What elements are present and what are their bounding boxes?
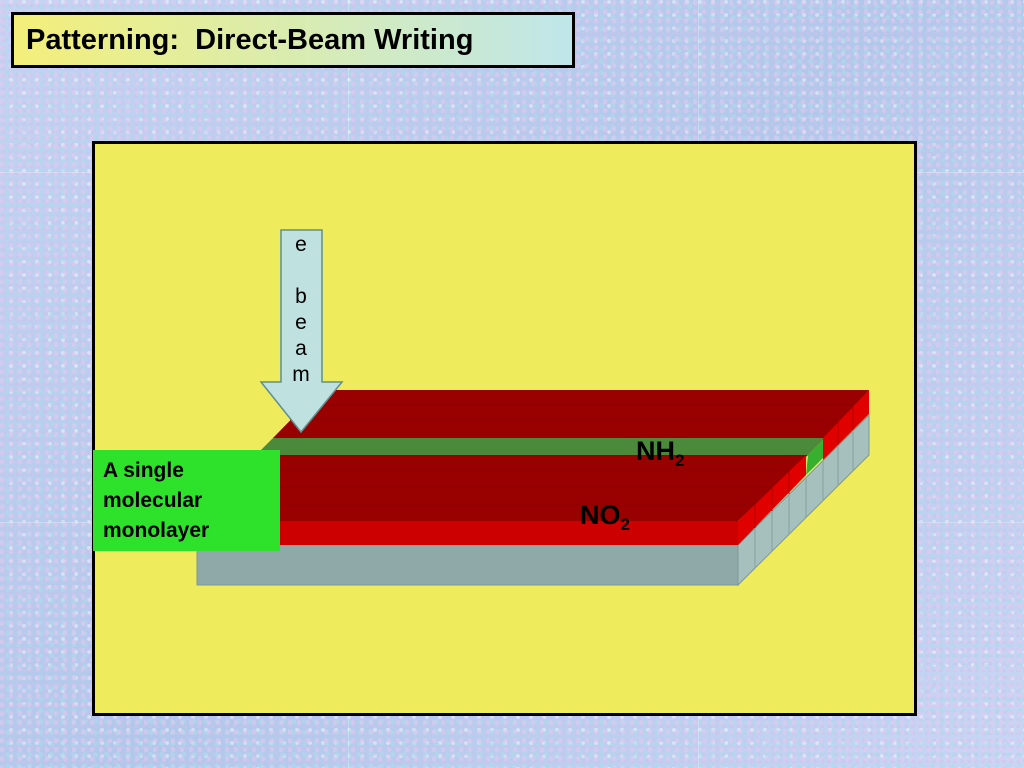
layer-top-back xyxy=(273,390,869,438)
e-beam-letter: e xyxy=(295,311,307,334)
layer-front-edge xyxy=(190,521,738,545)
nh2-subscript: 2 xyxy=(675,451,685,470)
slide-title: Patterning: Direct-Beam Writing xyxy=(26,23,474,56)
layer-top-rows xyxy=(208,404,853,505)
no2-label: NO2 xyxy=(580,500,630,535)
no2-subscript: 2 xyxy=(620,515,630,534)
e-beam-arrow xyxy=(259,229,344,434)
layer-side-back xyxy=(823,390,869,460)
e-beam-letter: m xyxy=(292,363,310,386)
layer-side-segments xyxy=(754,406,854,528)
substrate-side-segments xyxy=(754,430,854,568)
layer-top-front xyxy=(190,455,808,521)
monolayer-label-box: A single molecular monolayer xyxy=(93,450,280,551)
monolayer-label-line: molecular xyxy=(103,489,203,512)
e-beam-label: e b e a m xyxy=(282,232,320,388)
nh2-base: NH xyxy=(636,436,675,466)
substrate-side xyxy=(737,413,870,587)
e-beam-letter: a xyxy=(295,337,307,360)
e-beam-letter: b xyxy=(295,285,307,308)
nh2-label: NH2 xyxy=(636,436,684,471)
nh2-stripe-top xyxy=(256,438,825,455)
e-beam-letter: e xyxy=(295,233,307,256)
monolayer-label-line: monolayer xyxy=(103,519,210,542)
slide-title-box: Patterning: Direct-Beam Writing xyxy=(11,12,575,68)
e-beam-letter xyxy=(282,258,320,284)
no2-base: NO xyxy=(580,500,621,530)
monolayer-label-line: A single xyxy=(103,459,184,482)
substrate-front xyxy=(196,544,739,586)
nh2-stripe-side xyxy=(806,438,825,475)
